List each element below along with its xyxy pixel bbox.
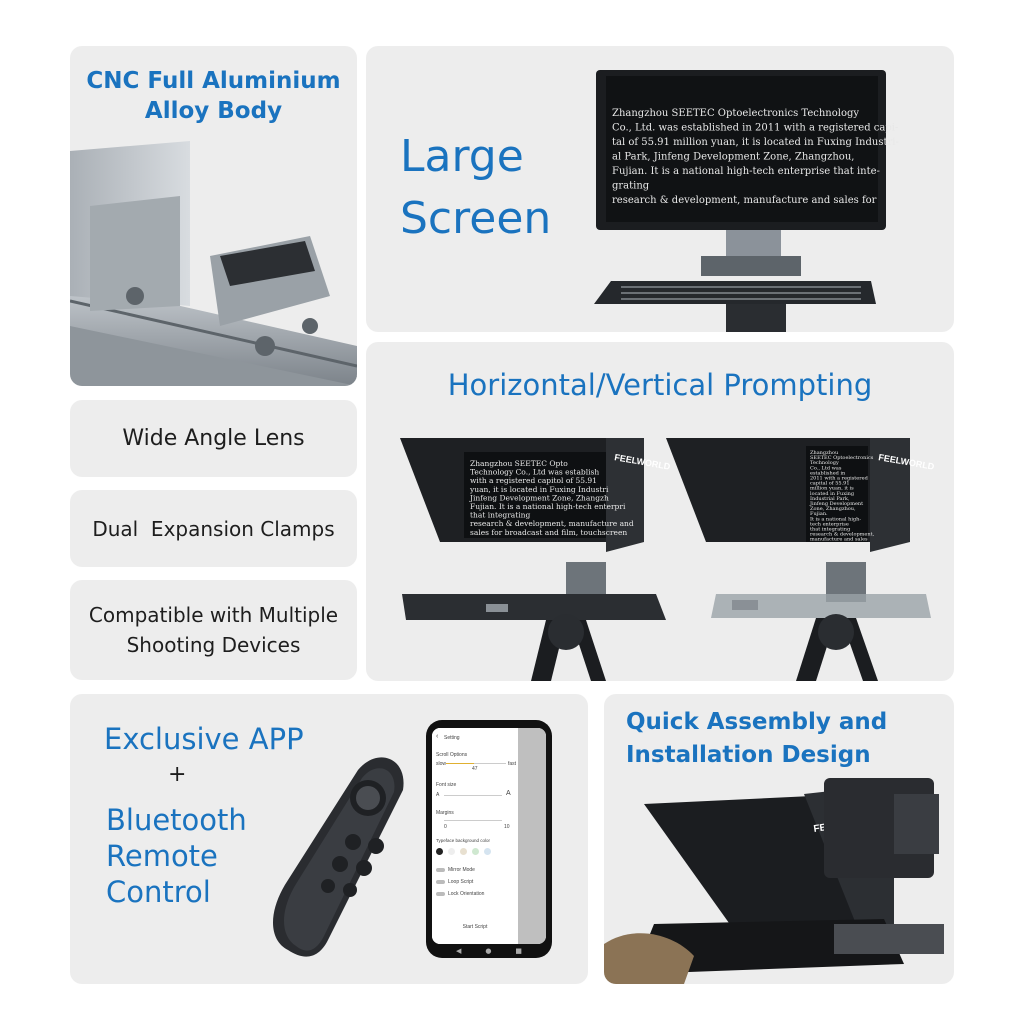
vertical-screen-line: Co., Ltd was <box>810 465 842 471</box>
horizontal-screen-line: Fujian. It is a national high-tech enter… <box>470 502 626 511</box>
clamps-label: Dual Expansion Clamps <box>92 516 335 541</box>
screen-text-line: tal of 55.91 million yuan, it is located… <box>612 137 899 148</box>
vertical-screen-line: Zone, Zhangzhou, <box>810 506 856 512</box>
horizontal-screen-line: with a registered capitol of 55.91 <box>470 476 597 485</box>
compatible-line2: Shooting Devices <box>126 633 301 657</box>
vertical-screen-line: research & development, <box>810 532 875 538</box>
scroll-options-label: Scroll Options <box>436 752 468 758</box>
lock-orientation-toggle[interactable] <box>436 892 445 896</box>
vertical-screen-line: manufacture and sales <box>810 537 868 543</box>
color-swatches[interactable] <box>436 848 491 855</box>
phone-header: Setting <box>444 735 460 741</box>
vertical-screen-line: Fujian. <box>810 511 828 517</box>
screen-text-line: al Park, Jinfeng Development Zone, Zhang… <box>612 152 854 163</box>
aluminium-rail-illustration <box>70 141 357 386</box>
wide-angle-label: Wide Angle Lens <box>122 426 305 451</box>
font-size-slider[interactable] <box>444 795 502 796</box>
vertical-screen-line: tech enterprise <box>810 521 849 527</box>
vertical-screen-line: capital of 55.91 <box>810 481 850 487</box>
card-large-screen: Large Screen Zhangzhou SEETEC Optoelectr… <box>366 46 954 332</box>
assembly-title: Quick Assembly and Installation Design <box>626 709 888 768</box>
vertical-screen-line: Technology <box>810 460 839 466</box>
assembly-illustration: FEELWORLD <box>604 778 944 984</box>
screen-text-line: Zhangzhou SEETEC Optoelectronics Technol… <box>612 108 859 119</box>
screen-text-line: Co., Ltd. was established in 2011 with a… <box>612 123 898 134</box>
vertical-screen-line: located in Fuxing <box>810 491 855 497</box>
vertical-screen-line: Zhangzhou <box>810 450 839 456</box>
card-compatible: Compatible with Multiple Shooting Device… <box>70 580 357 680</box>
margins-slider[interactable] <box>444 820 502 821</box>
vertical-screen-line: million yuan, it is <box>810 486 854 492</box>
vertical-screen-line: established in <box>810 470 846 476</box>
screen-text-line: research & development, manufacture and … <box>612 195 877 206</box>
card-assembly: Quick Assembly and Installation Design F… <box>604 694 954 984</box>
horizontal-screen-line: research & development, manufacture and <box>470 519 634 528</box>
prompting-illustration: FEELWORLD Zhangzhou SEETEC OptoTechnolog… <box>400 438 936 681</box>
nav-recent-icon[interactable]: ■ <box>515 947 522 955</box>
vertical-screen-line: Industrial Park, <box>810 496 850 502</box>
remote-title: Bluetooth Remote Control <box>106 803 247 909</box>
card-aluminium-body: CNC Full Aluminium Alloy Body <box>70 46 357 386</box>
mirror-mode-toggle[interactable] <box>436 868 445 872</box>
card-app: Exclusive APP + Bluetooth Remote Control… <box>70 694 588 984</box>
app-title: Exclusive APP <box>104 722 304 756</box>
horizontal-screen-line: yuan, it is located in Fuxing Industri <box>469 485 609 494</box>
vertical-screen-line: Jinfeng Development <box>809 501 863 507</box>
horizontal-screen-line: Zhangzhou SEETEC Opto <box>470 459 568 468</box>
large-screen-illustration: Zhangzhou SEETEC Optoelectronics Technol… <box>594 70 899 332</box>
nav-home-icon[interactable]: ● <box>485 947 492 955</box>
vertical-screen-line: It is a national high- <box>810 516 861 522</box>
nav-back-icon[interactable]: ◀ <box>456 947 462 955</box>
aluminium-body-title: CNC Full Aluminium Alloy Body <box>86 68 341 124</box>
phone-nav-bar: ◀ ● ■ <box>456 947 522 955</box>
horizontal-screen-line: Jinfeng Development Zone, Zhangzh <box>469 493 609 502</box>
card-prompting: Horizontal/Vertical Prompting FEELWORLD … <box>366 342 954 681</box>
horizontal-screen-line: Technology Co., Ltd was establish <box>470 468 599 477</box>
compatible-line1: Compatible with Multiple <box>88 603 339 627</box>
horizontal-screen-line: that integrating <box>470 511 530 520</box>
phone-back-icon[interactable]: ‹ <box>436 733 439 740</box>
prompting-title: Horizontal/Vertical Prompting <box>447 368 873 402</box>
vertical-screen-line: SEETEC Optoelectronics <box>810 455 874 461</box>
vertical-screen-line: 2011 with a registered <box>810 476 869 482</box>
app-plus: + <box>168 762 187 787</box>
screen-text-line: grating <box>612 181 650 192</box>
card-wide-angle: Wide Angle Lens <box>70 400 357 477</box>
bluetooth-remote <box>273 757 404 957</box>
phone-screen: ‹ Setting Scroll Options slow fast 47 Fo… <box>432 728 546 944</box>
card-clamps: Dual Expansion Clamps <box>70 490 357 567</box>
loop-script-toggle[interactable] <box>436 880 445 884</box>
screen-text-line: Fujian. It is a national high-tech enter… <box>612 166 880 177</box>
speed-slider[interactable] <box>446 763 506 764</box>
phone-device: ‹ Setting Scroll Options slow fast 47 Fo… <box>426 720 552 958</box>
horizontal-screen-line: sales for broadcast and film, touchscree… <box>470 528 627 537</box>
large-screen-title: Large Screen <box>400 131 552 244</box>
vertical-screen-line: that integrating <box>810 527 851 533</box>
start-script-button[interactable]: Start Script <box>462 924 488 930</box>
